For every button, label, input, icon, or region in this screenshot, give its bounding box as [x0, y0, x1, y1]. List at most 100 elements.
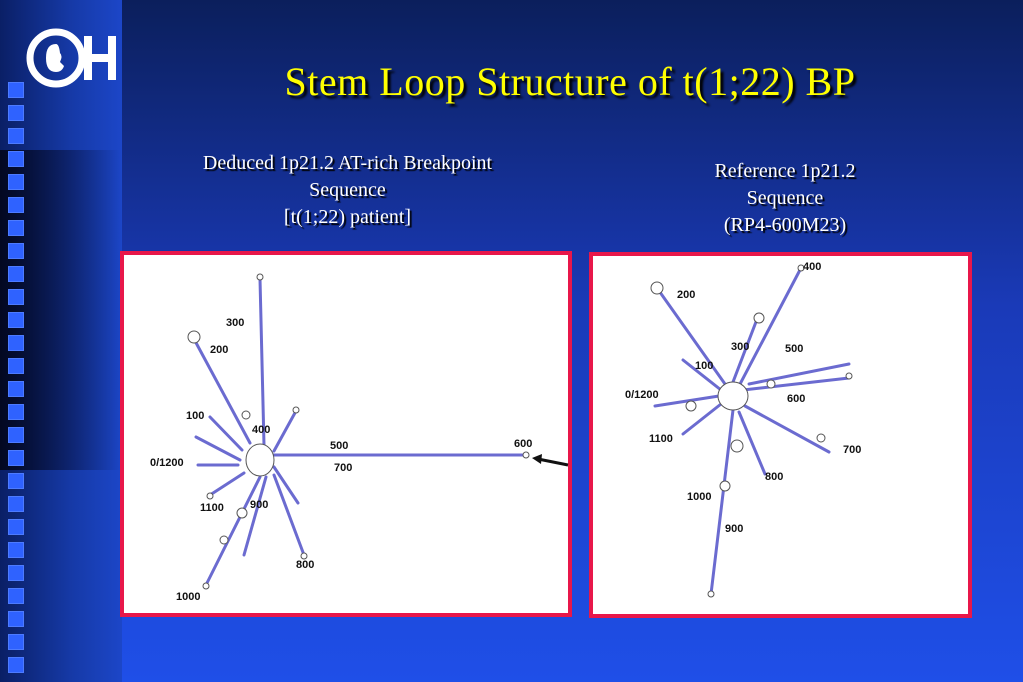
- breakpoint-structure-diagram: 300 200 100 400 0/1200 500 700 600 1100 …: [150, 273, 532, 603]
- stem-1100: [681, 402, 723, 436]
- loop-1100: [206, 492, 214, 500]
- label-200: 200: [677, 289, 695, 301]
- label-1000: 1000: [176, 591, 200, 603]
- decorative-square: [8, 542, 24, 558]
- decorative-square: [8, 588, 24, 604]
- loop-200: [187, 330, 201, 344]
- stem-900-1000: [709, 408, 735, 596]
- decorative-square: [8, 197, 24, 213]
- stem-800: [272, 473, 306, 557]
- decorative-square: [8, 174, 24, 190]
- decorative-square: [8, 335, 24, 351]
- decorative-square: [8, 657, 24, 673]
- label-600: 600: [787, 393, 805, 405]
- stem-200: [192, 337, 252, 445]
- stem-b: [272, 465, 300, 505]
- decorative-square: [8, 220, 24, 236]
- central-multiloop: [717, 381, 749, 411]
- label-0-1200: 0/1200: [150, 457, 184, 469]
- stem-300-500: [731, 312, 761, 384]
- decorative-square: [8, 151, 24, 167]
- loop-end: [707, 590, 715, 598]
- right-stems: [653, 266, 851, 596]
- right-caption-line-1: Reference 1p21.2: [714, 160, 856, 182]
- decorative-square: [8, 266, 24, 282]
- left-stems: [192, 277, 528, 587]
- stem-900: [242, 475, 268, 557]
- stem-400: [272, 409, 298, 453]
- left-caption-line-3: [t(1;22) patient]: [283, 206, 412, 228]
- left-caption-line-1: Deduced 1p21.2 AT-rich Breakpoint: [202, 152, 493, 174]
- label-400: 400: [252, 424, 270, 436]
- decorative-square: [8, 381, 24, 397]
- stem-0-1200: [653, 394, 721, 408]
- label-1000: 1000: [687, 491, 711, 503]
- reference-structure-panel: 400 200 300 500 100 0/1200 600 1100 700 …: [589, 252, 972, 618]
- square-column-decoration: [8, 82, 28, 680]
- decorative-square: [8, 565, 24, 581]
- decorative-square: [8, 473, 24, 489]
- decorative-square: [8, 105, 24, 121]
- label-0-1200: 0/1200: [625, 389, 659, 401]
- loop-1000: [219, 535, 229, 545]
- label-900: 900: [250, 499, 268, 511]
- central-multiloop: [245, 443, 275, 477]
- label-200: 200: [210, 344, 228, 356]
- breakpoint-arrow-icon: [532, 454, 569, 467]
- decorative-square: [8, 611, 24, 627]
- decorative-square: [8, 289, 24, 305]
- loop-1000: [719, 480, 731, 492]
- stem-1000: [204, 475, 262, 587]
- label-100: 100: [695, 360, 713, 372]
- reference-structure-diagram: 400 200 300 500 100 0/1200 600 1100 700 …: [625, 261, 861, 598]
- decorative-square: [8, 128, 24, 144]
- loop-300: [753, 312, 765, 324]
- loop-end: [202, 582, 210, 590]
- label-300: 300: [226, 317, 244, 329]
- loop-900: [236, 507, 248, 519]
- decorative-square: [8, 358, 24, 374]
- label-700: 700: [843, 444, 861, 456]
- stem-100: [208, 415, 244, 452]
- stem-300: [258, 277, 266, 447]
- label-1100: 1100: [649, 433, 673, 445]
- loop-b: [241, 410, 251, 420]
- label-800: 800: [765, 471, 783, 483]
- right-loops: [650, 264, 853, 598]
- stem-100: [681, 358, 723, 392]
- decorative-square: [8, 312, 24, 328]
- decorative-square: [8, 496, 24, 512]
- loop-700: [816, 433, 826, 443]
- right-caption: Reference 1p21.2 Sequence (RP4-600M23): [660, 158, 910, 239]
- left-caption: Deduced 1p21.2 AT-rich Breakpoint Sequen…: [150, 150, 545, 231]
- label-300: 300: [731, 341, 749, 353]
- loop-800: [300, 552, 308, 560]
- label-500: 500: [785, 343, 803, 355]
- stem-800: [737, 410, 767, 476]
- stem-700: [743, 404, 831, 454]
- label-600: 600: [514, 438, 532, 450]
- loop-300: [256, 273, 264, 281]
- loop-400: [797, 264, 805, 272]
- loop-400: [292, 406, 300, 414]
- label-500: 500: [330, 440, 348, 452]
- left-loops: [187, 273, 530, 590]
- label-800: 800: [296, 559, 314, 571]
- stem-1100: [208, 471, 246, 497]
- decorative-square: [8, 427, 24, 443]
- loop-900: [730, 439, 744, 453]
- label-900: 900: [725, 523, 743, 535]
- label-100: 100: [186, 410, 204, 422]
- stem-200: [655, 286, 727, 386]
- stem-a: [194, 435, 242, 462]
- label-1100: 1100: [200, 502, 224, 514]
- stem-400: [737, 266, 803, 388]
- loop-0-1200: [685, 400, 697, 412]
- label-700: 700: [334, 462, 352, 474]
- decorative-square: [8, 404, 24, 420]
- decorative-square: [8, 450, 24, 466]
- cch-logo-icon: [26, 28, 116, 88]
- loop-600: [845, 372, 853, 380]
- loop-200: [650, 281, 664, 295]
- left-caption-line-2: Sequence: [309, 179, 386, 201]
